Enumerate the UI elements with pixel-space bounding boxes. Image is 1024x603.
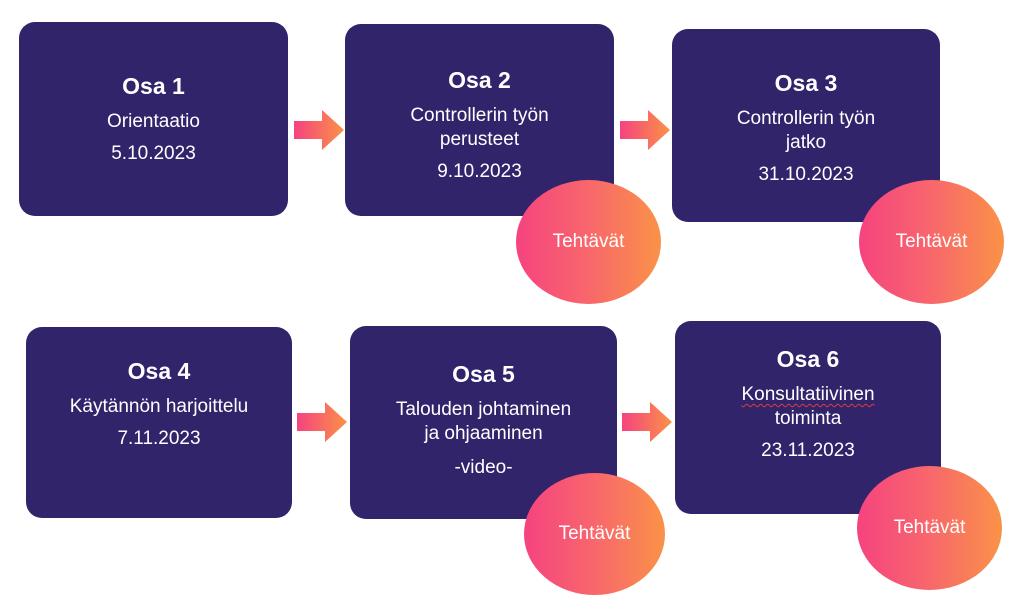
part-5-subtitle-line-1: Talouden johtaminen — [395, 399, 572, 420]
part-2-title: Osa 2 — [448, 67, 511, 93]
tasks-badge-part-5[interactable]: Tehtävät — [524, 473, 665, 595]
part-2-box: Osa 2 Controllerin työn perusteet 9.10.2… — [345, 24, 614, 216]
part-6-subtitle-text: Konsultatiivinen — [741, 384, 875, 405]
part-4-subtitle: Käytännön harjoittelu — [69, 396, 249, 417]
part-6-subtitle-line-2: toiminta — [774, 408, 842, 429]
part-3-date: 31.10.2023 — [758, 164, 854, 185]
part-1-box: Osa 1 Orientaatio 5.10.2023 — [19, 22, 288, 216]
part-5-title: Osa 5 — [452, 361, 515, 387]
part-5-subtitle-line-2: ja ohjaaminen — [424, 423, 543, 444]
arrow-right-icon — [620, 110, 670, 150]
part-1-title: Osa 1 — [122, 73, 185, 99]
part-3-title: Osa 3 — [774, 70, 838, 96]
part-5-note: -video- — [454, 457, 513, 478]
tasks-badge-part-2[interactable]: Tehtävät — [516, 180, 661, 304]
part-6-date: 23.11.2023 — [761, 440, 855, 461]
part-3-subtitle-line-2: jatko — [785, 132, 827, 153]
part-4-box: Osa 4 Käytännön harjoittelu 7.11.2023 — [26, 327, 292, 518]
part-3-subtitle-line-1: Controllerin työn — [736, 108, 876, 129]
part-6-box: Osa 6 Konsultatiivinen toiminta 23.11.20… — [675, 321, 941, 514]
tasks-badge-part-6[interactable]: Tehtävät — [857, 466, 1002, 590]
part-1-date: 5.10.2023 — [111, 143, 196, 164]
arrow-right-icon — [622, 402, 672, 442]
part-2-date: 9.10.2023 — [437, 161, 522, 182]
part-6-subtitle-line-1: Konsultatiivinen — [741, 383, 874, 407]
part-2-subtitle-line-1: Controllerin työn — [410, 105, 549, 126]
part-4-title: Osa 4 — [127, 358, 191, 384]
arrow-right-icon — [294, 110, 344, 150]
part-2-subtitle-line-2: perusteet — [439, 129, 520, 150]
part-4-date: 7.11.2023 — [117, 428, 201, 449]
arrow-right-icon — [297, 402, 347, 442]
tasks-badge-part-3[interactable]: Tehtävät — [859, 180, 1004, 304]
part-1-subtitle: Orientaatio — [107, 111, 200, 132]
part-6-title: Osa 6 — [776, 346, 840, 372]
